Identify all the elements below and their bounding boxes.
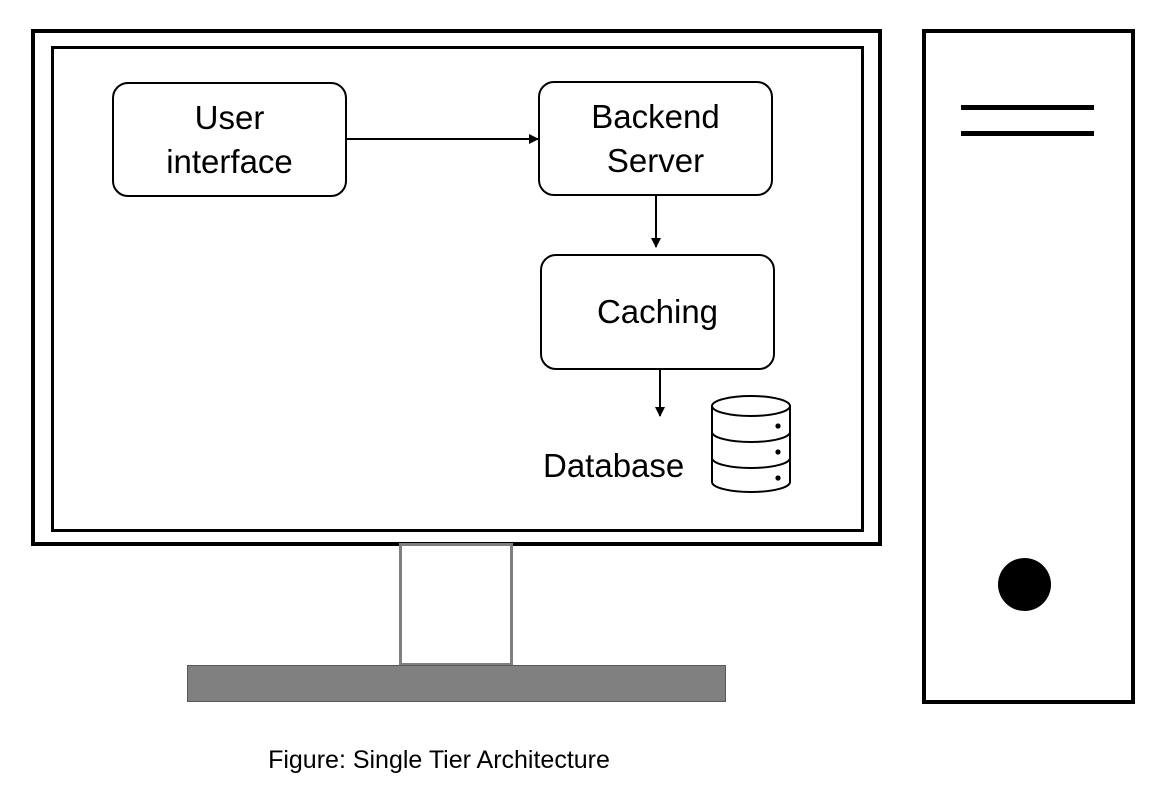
caching-node: Caching: [540, 254, 775, 370]
figure-caption: Figure: Single Tier Architecture: [268, 746, 610, 774]
database-label: Database: [543, 447, 685, 484]
caching-label: Caching: [596, 293, 719, 330]
tower-drive-slot: [961, 105, 1094, 110]
user-interface-node: User interface: [112, 82, 347, 197]
user-interface-label: User interface: [166, 98, 293, 180]
backend-server-label: Backend Server: [591, 97, 720, 179]
tower-drive-slot: [961, 131, 1094, 136]
monitor-stand-base: [187, 665, 726, 702]
database-icon: [711, 395, 791, 493]
backend-server-node: Backend Server: [538, 81, 773, 196]
power-button-icon: [998, 558, 1051, 611]
monitor-stand-neck: [399, 543, 513, 666]
